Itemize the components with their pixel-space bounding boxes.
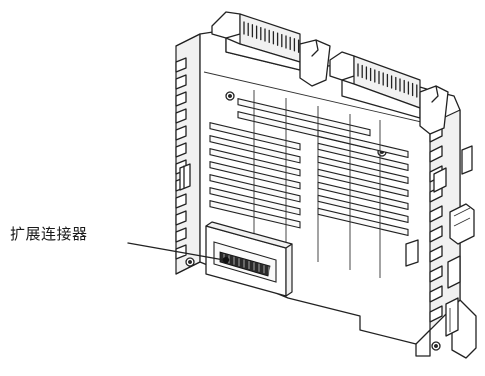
vent-slot	[209, 148, 301, 177]
right-side-ribs	[429, 125, 443, 323]
left-rib	[175, 108, 187, 124]
left-rib	[175, 210, 187, 226]
right-side-connector	[405, 203, 475, 337]
right-rib	[429, 305, 443, 323]
left-side-clip	[179, 163, 191, 191]
vent-slot	[209, 174, 301, 203]
module-bottom-foot-right	[451, 299, 477, 359]
left-rib	[175, 125, 187, 141]
module-bottom-foot	[415, 329, 431, 357]
right-rib	[429, 245, 443, 263]
screw-bottom-left	[185, 257, 195, 267]
vent-slot	[209, 200, 301, 229]
right-edge-ports	[433, 145, 473, 193]
left-rib	[175, 74, 187, 90]
right-rib	[429, 285, 443, 303]
screw-bottom-right	[431, 341, 441, 351]
module-top-inner-edge	[203, 71, 431, 125]
screw-top-left	[225, 91, 235, 101]
left-rib	[175, 91, 187, 107]
top-connector-right	[329, 51, 449, 135]
vent-slot	[209, 187, 301, 216]
vent-slot	[209, 161, 301, 190]
vent-slot	[237, 97, 371, 137]
left-rib	[175, 142, 187, 158]
left-rib	[175, 227, 187, 243]
module-bottom-edge	[175, 261, 201, 275]
right-rib	[429, 225, 443, 243]
vent-slot	[209, 135, 301, 164]
top-connector-left	[211, 11, 331, 87]
vent-slot	[209, 122, 301, 151]
callout-leader-line	[127, 242, 225, 261]
expansion-connector-label: 扩展连接器	[10, 225, 88, 243]
vent-slots	[209, 90, 409, 278]
right-rib	[429, 205, 443, 223]
left-rib	[175, 193, 187, 209]
right-rib	[429, 265, 443, 283]
right-rib	[429, 145, 443, 163]
module-top-edge	[175, 33, 201, 47]
left-rib	[175, 57, 187, 73]
callout-dot	[222, 256, 230, 264]
